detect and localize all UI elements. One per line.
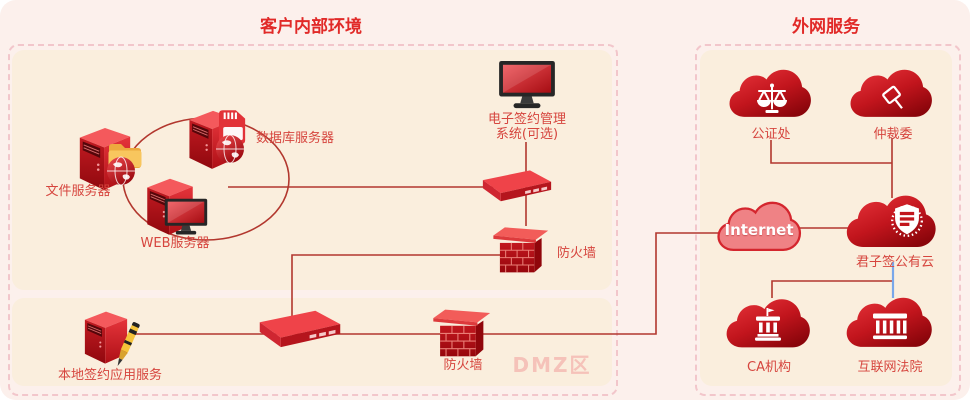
esign-system-monitor-icon <box>498 60 556 110</box>
globe-icon <box>214 133 246 165</box>
internet-court-label: 互联网法院 <box>857 360 923 375</box>
scales-icon <box>754 81 790 117</box>
bank-icon <box>749 306 787 346</box>
shield-seal-icon <box>886 198 928 242</box>
firewall-dmz-label: 防火墙 <box>443 358 483 373</box>
esign-system-label: 电子签约管理 系统(可选) <box>468 112 586 143</box>
esign-system-label-line1: 电子签约管理 <box>487 112 566 127</box>
junzisign-cloud-label: 君子签公有云 <box>855 255 934 270</box>
web-monitor-icon <box>164 198 208 236</box>
notary-label: 公证处 <box>751 127 791 142</box>
courthouse-icon <box>870 309 910 345</box>
database-server-label: 数据库服务器 <box>256 131 335 146</box>
local-sign-server-label: 本地签约应用服务 <box>57 368 162 383</box>
internal-section-title: 客户内部环境 <box>260 17 362 37</box>
arbitration-label: 仲裁委 <box>873 127 913 142</box>
file-server-label: 文件服务器 <box>45 184 111 199</box>
globe-icon <box>105 155 137 187</box>
external-section-title: 外网服务 <box>792 17 860 37</box>
dmz-firewall-icon <box>432 302 494 358</box>
dmz-switch-icon <box>254 308 346 348</box>
dmz-zone-label: DMZ区 <box>512 353 592 377</box>
internal-environment-container <box>8 44 618 396</box>
firewall-icon <box>492 220 552 274</box>
external-services-container <box>695 44 961 396</box>
esign-system-label-line2: 系统(可选) <box>495 126 559 142</box>
gavel-icon <box>877 80 911 116</box>
switch-icon <box>478 168 556 202</box>
ca-org-label: CA机构 <box>747 360 791 375</box>
firewall-internal-label: 防火墙 <box>557 246 597 261</box>
web-server-label: WEB服务器 <box>140 236 210 251</box>
internet-label: Internet <box>724 221 794 239</box>
pen-icon <box>112 321 142 369</box>
